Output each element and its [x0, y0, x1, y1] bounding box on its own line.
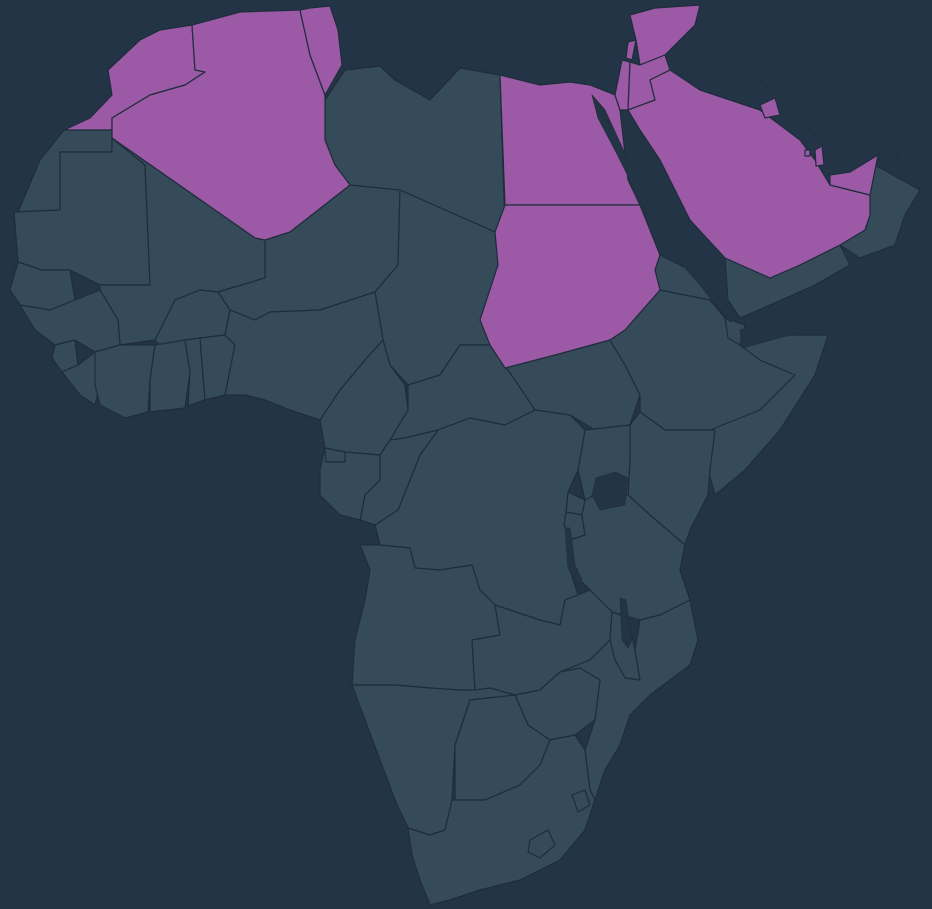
border-line [639, 204, 661, 256]
region-tunisia[interactable] [299, 5, 343, 96]
region-gabon[interactable] [319, 447, 381, 521]
region-qatar[interactable] [814, 145, 825, 167]
lake-victoria [591, 471, 629, 511]
region-somalia[interactable] [707, 334, 829, 496]
region-lebanon[interactable] [625, 39, 637, 61]
gulf-of-suez [591, 94, 611, 126]
region-lesotho[interactable] [527, 829, 556, 859]
region-mauritania[interactable] [13, 137, 151, 286]
region-south-africa[interactable] [407, 734, 596, 906]
region-sudan[interactable] [479, 204, 661, 369]
water-features [564, 79, 902, 649]
lake-malawi [619, 597, 633, 649]
region-togo[interactable] [184, 337, 206, 407]
highlighted-land-group [63, 4, 879, 369]
region-equatorial-guinea[interactable] [324, 447, 346, 463]
region-saudi-arabia[interactable] [627, 69, 871, 279]
region-eswatini[interactable] [571, 789, 591, 813]
region-ivory-coast[interactable] [94, 344, 156, 419]
persian-gulf [759, 79, 902, 161]
region-ghana[interactable] [149, 339, 191, 413]
gulf-of-aden [739, 299, 846, 349]
region-kuwait[interactable] [759, 97, 781, 119]
border-lines [111, 137, 661, 341]
border-line [609, 329, 626, 341]
lake-tanganyika [564, 527, 583, 586]
region-united-arab-emirates[interactable] [829, 154, 879, 196]
region-bahrain[interactable] [804, 149, 811, 157]
border-line [111, 137, 256, 239]
base-land-group [9, 65, 921, 906]
